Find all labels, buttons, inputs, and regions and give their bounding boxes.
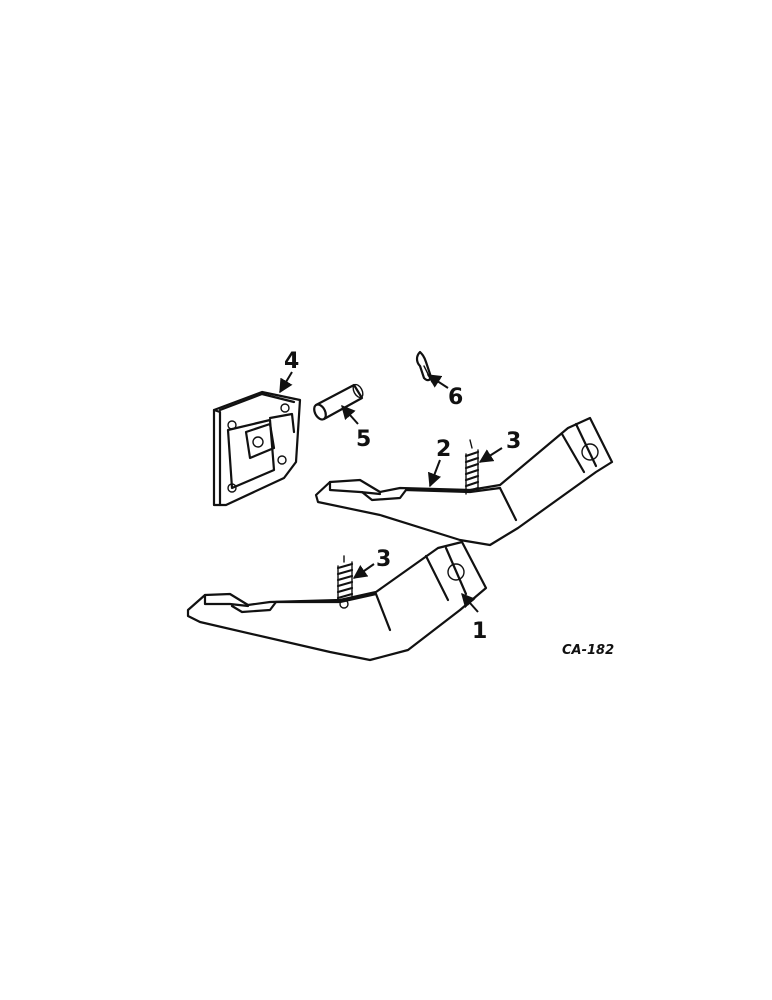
arm-part-1 [186, 540, 488, 662]
callout-4: 4 [284, 349, 299, 374]
leader-arrow-3-upper [478, 447, 503, 463]
spring-part-3-upper [464, 439, 480, 495]
leader-arrow-3-lower [352, 563, 375, 579]
callout-2: 2 [436, 437, 451, 462]
callout-6: 6 [448, 385, 463, 410]
leader-arrows [279, 371, 503, 613]
callout-3-lower: 3 [376, 547, 391, 572]
leader-arrow-4 [279, 371, 293, 394]
leader-arrow-2 [427, 459, 442, 488]
spring-part-3-lower [336, 555, 354, 609]
drawing-code: CA-182 [562, 643, 614, 658]
leader-arrow-1 [461, 592, 479, 613]
callout-1: 1 [472, 619, 487, 644]
callout-5: 5 [356, 427, 371, 452]
leader-arrow-6 [426, 374, 449, 389]
mounting-bracket-part-4 [212, 390, 302, 507]
arm-part-2 [314, 416, 614, 547]
callout-3-upper: 3 [506, 429, 521, 454]
clip-pin-part-6 [415, 350, 433, 383]
pin-part-5 [313, 383, 364, 421]
leader-arrow-5 [341, 404, 359, 425]
